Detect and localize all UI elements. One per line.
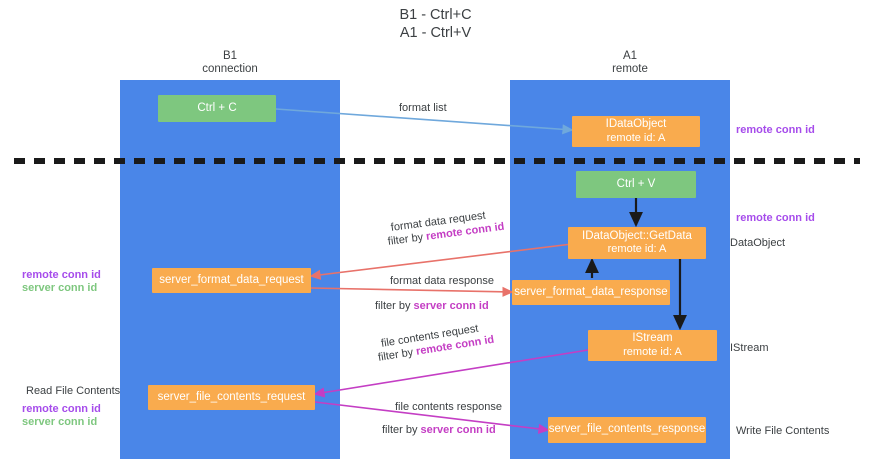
annotation-remote-conn-id-mid: remote conn id bbox=[736, 212, 815, 224]
edge-label-format-list: format list bbox=[399, 102, 447, 114]
node-ctrl-v[interactable]: Ctrl + V bbox=[576, 171, 696, 198]
node-server-format-data-request-label: server_format_data_request bbox=[159, 273, 304, 286]
node-getdata-line1: IDataObject::GetData bbox=[582, 229, 692, 242]
annotation-left-server-conn-id-2: server conn id bbox=[22, 416, 98, 428]
column-header-right-name: A1 bbox=[622, 50, 638, 62]
edge-label-file-contents-response-filter: filter by server conn id bbox=[382, 423, 496, 437]
column-header-left-role: connection bbox=[202, 63, 258, 75]
annotation-istream: IStream bbox=[730, 342, 769, 354]
column-header-left-name: B1 bbox=[222, 50, 238, 62]
node-server-file-contents-request[interactable]: server_file_contents_request bbox=[148, 385, 315, 410]
node-server-format-data-response-label: server_format_data_response bbox=[514, 285, 668, 298]
filter-prefix: filter by bbox=[382, 424, 421, 436]
node-ctrl-v-label: Ctrl + V bbox=[616, 177, 656, 190]
annotation-left-remote-conn-id: remote conn id bbox=[22, 269, 101, 281]
node-getdata-line2: remote id: A bbox=[607, 243, 667, 255]
filter-prefix: filter by bbox=[387, 230, 427, 248]
node-server-format-data-response[interactable]: server_format_data_response bbox=[512, 280, 670, 305]
page-title-line2: A1 - Ctrl+V bbox=[399, 25, 472, 41]
annotation-dataobject: DataObject bbox=[730, 237, 786, 249]
annotation-left-remote-conn-id-2: remote conn id bbox=[22, 403, 101, 415]
node-idataobject[interactable]: IDataObject remote id: A bbox=[572, 116, 700, 147]
page-title-line1: B1 - Ctrl+C bbox=[399, 7, 472, 23]
node-istream-line1: IStream bbox=[632, 332, 673, 344]
node-idataobject-getdata[interactable]: IDataObject::GetData remote id: A bbox=[568, 227, 706, 259]
node-server-file-contents-response-label: server_file_contents_response bbox=[548, 423, 706, 436]
node-server-file-contents-request-label: server_file_contents_request bbox=[157, 390, 306, 403]
node-ctrl-c[interactable]: Ctrl + C bbox=[158, 95, 276, 122]
annotation-remote-conn-id-top: remote conn id bbox=[736, 124, 815, 136]
annotation-left-server-conn-id: server conn id bbox=[22, 282, 98, 294]
edge-label-format-data-response-filter: filter by server conn id bbox=[375, 299, 489, 313]
node-server-format-data-request[interactable]: server_format_data_request bbox=[152, 268, 311, 293]
annotation-write-file-contents: Write File Contents bbox=[736, 425, 830, 437]
edge-label-format-data-response: format data response bbox=[390, 275, 494, 287]
filter-value: server conn id bbox=[420, 424, 496, 436]
node-istream[interactable]: IStream remote id: A bbox=[588, 330, 717, 361]
filter-value: server conn id bbox=[413, 300, 489, 312]
node-server-file-contents-response[interactable]: server_file_contents_response bbox=[548, 417, 706, 443]
edge-label-file-contents-response: file contents response bbox=[395, 401, 503, 413]
node-ctrl-c-label: Ctrl + C bbox=[197, 101, 237, 114]
node-idataobject-line2: remote id: A bbox=[606, 131, 666, 144]
column-header-right-role: remote bbox=[612, 63, 648, 75]
filter-prefix: filter by bbox=[375, 300, 414, 312]
node-idataobject-line1: IDataObject bbox=[605, 118, 667, 130]
node-istream-line2: remote id: A bbox=[623, 345, 682, 358]
annotation-read-file-contents: Read File Contents bbox=[26, 385, 121, 397]
